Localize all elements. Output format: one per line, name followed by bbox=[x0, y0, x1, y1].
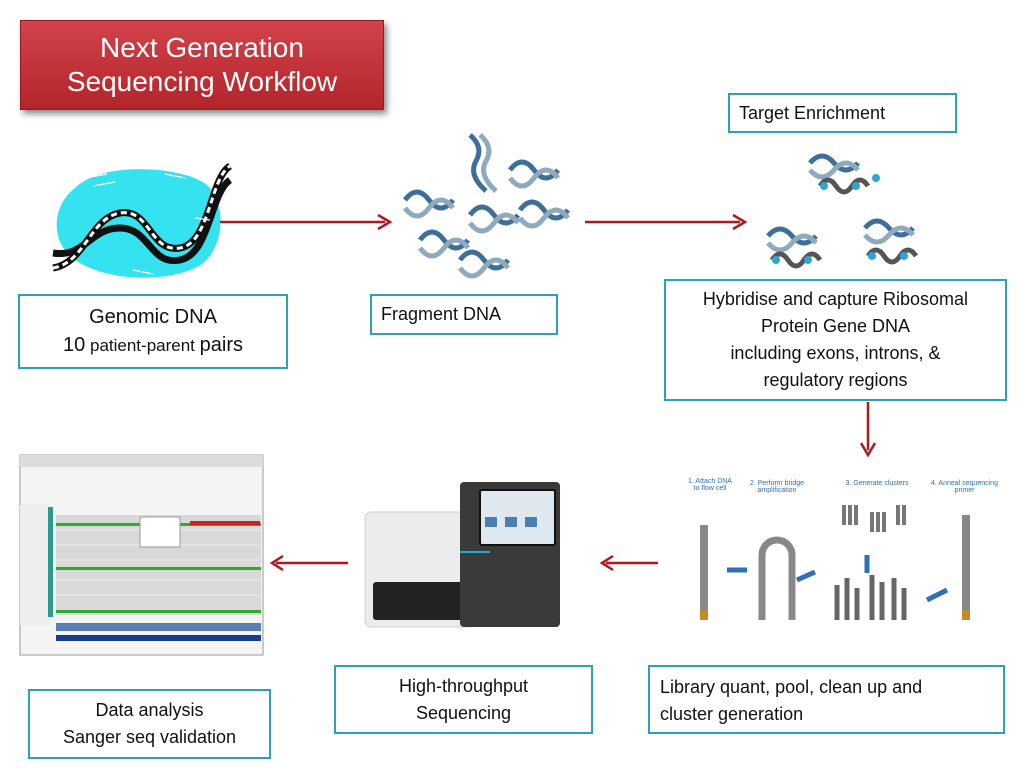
arrow-genomic-to-fragment bbox=[220, 213, 393, 231]
arrow-hybridise-to-library bbox=[859, 402, 877, 458]
library-line-1: Library quant, pool, clean up and bbox=[660, 677, 923, 697]
cluster-step-4-label: 4. Anneal sequencing primer bbox=[927, 480, 1002, 494]
hybridise-line-2: Protein Gene DNA bbox=[760, 316, 911, 336]
cluster-diagram bbox=[700, 505, 970, 620]
patient-pair-count: 10 bbox=[63, 334, 86, 356]
cluster-step-4-subtext: primer bbox=[954, 487, 975, 494]
hybridise-label: Hybridise and capture Ribosomal Protein … bbox=[664, 279, 1007, 401]
title-line-1: Next Generation bbox=[100, 32, 304, 64]
cluster-step-2-label: 2. Perform bridge amplification bbox=[742, 480, 812, 494]
genomic-dna-image bbox=[52, 163, 233, 278]
sequencer-image bbox=[364, 482, 560, 628]
cluster-step-2-subtext: amplification bbox=[757, 487, 797, 494]
arrow-library-to-sequencing bbox=[599, 554, 658, 572]
cluster-step-4-text: 4. Anneal sequencing bbox=[931, 480, 998, 487]
arrow-fragment-to-enrichment bbox=[585, 213, 748, 231]
data-analysis-line-1: Data analysis bbox=[95, 700, 204, 720]
target-enrichment-label: Target Enrichment bbox=[728, 93, 957, 133]
data-analysis-label: Data analysis Sanger seq validation bbox=[28, 689, 271, 759]
hybridise-line-4: regulatory regions bbox=[763, 370, 908, 390]
fragment-dna-image bbox=[403, 133, 570, 279]
title-line-2: Sequencing Workflow bbox=[66, 66, 338, 97]
genomic-dna-title: Genomic DNA bbox=[89, 306, 217, 328]
cluster-step-1-label: 1. Attach DNA to flow cell bbox=[680, 478, 740, 492]
hybridise-line-3: including exons, introns, & bbox=[730, 343, 941, 363]
cluster-step-2-text: 2. Perform bridge bbox=[749, 480, 805, 487]
library-line-2: cluster generation bbox=[660, 704, 804, 724]
data-analysis-screenshot bbox=[19, 454, 264, 656]
fragment-dna-label: Fragment DNA bbox=[370, 294, 558, 335]
cluster-step-1-text: 1. Attach DNA bbox=[688, 478, 732, 485]
patient-parent-text: patient-parent bbox=[85, 336, 200, 355]
sequencing-label: High-throughput Sequencing bbox=[334, 665, 593, 734]
workflow-title: Next Generation Sequencing Workflow bbox=[20, 20, 384, 110]
sequencing-line-2: Sequencing bbox=[415, 702, 512, 723]
target-enrichment-image bbox=[766, 153, 919, 269]
arrow-sequencing-to-analysis bbox=[269, 554, 348, 572]
library-label: Library quant, pool, clean up and cluste… bbox=[648, 665, 1005, 734]
sequencing-line-1: High-throughput bbox=[398, 675, 529, 696]
genomic-dna-label: Genomic DNA 10 patient-parent pairs bbox=[18, 294, 288, 369]
cluster-step-3-label: 3. Generate clusters bbox=[845, 480, 909, 487]
pairs-text: pairs bbox=[199, 334, 243, 356]
genomic-dna-subtitle: 10 patient-parent pairs bbox=[63, 331, 243, 360]
cluster-generation-image: 1. Attach DNA to flow cell 2. Perform br… bbox=[672, 470, 1002, 650]
hybridise-line-1: Hybridise and capture Ribosomal bbox=[702, 289, 969, 309]
cluster-step-1-subtext: to flow cell bbox=[693, 485, 727, 492]
data-analysis-line-2: Sanger seq validation bbox=[62, 727, 237, 747]
